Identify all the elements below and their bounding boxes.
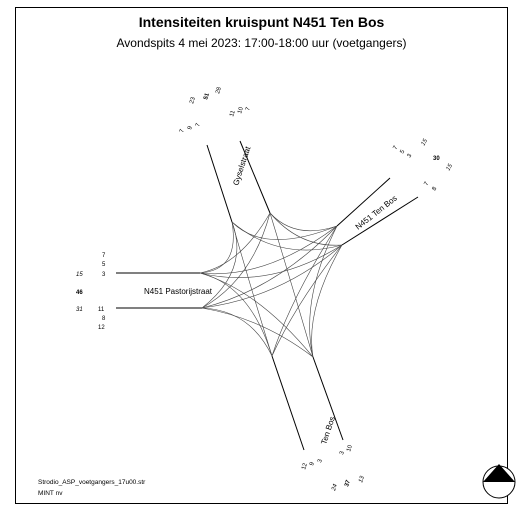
south-right: 13 bbox=[358, 475, 366, 484]
north-in-2: 10 bbox=[237, 106, 245, 115]
south-total: 37 bbox=[344, 479, 352, 488]
west-out-3: 12 bbox=[98, 325, 105, 331]
west-out-2: 8 bbox=[102, 316, 106, 322]
south-street-name: Ten Bos bbox=[319, 415, 336, 445]
east-arm-top-line bbox=[336, 177, 391, 227]
north-arm-left-line bbox=[206, 144, 233, 223]
north-arrow-icon bbox=[482, 464, 516, 499]
west-street-name: N451 Pastorijstraat bbox=[144, 287, 213, 296]
west-in-3: 3 bbox=[102, 272, 106, 278]
north-out-2: 9 bbox=[187, 125, 194, 131]
south-arm-right-line bbox=[312, 356, 344, 441]
south-arm-left-line bbox=[271, 355, 305, 451]
north-arm-right-line bbox=[239, 140, 271, 214]
south-in-2: 9 bbox=[309, 461, 316, 467]
west-total: 46 bbox=[76, 290, 83, 296]
east-in-bottom: 15 bbox=[446, 163, 455, 172]
north-in-total: 51 bbox=[203, 92, 211, 101]
diagram-frame bbox=[15, 7, 508, 504]
east-in-1: 7 bbox=[424, 181, 431, 187]
east-in-2: 8 bbox=[432, 186, 439, 192]
page-subtitle: Avondspits 4 mei 2023: 17:00-18:00 uur (… bbox=[116, 36, 407, 50]
east-out-1: 7 bbox=[393, 145, 400, 151]
north-in-left: 23 bbox=[189, 96, 197, 105]
footer-company: MINT nv bbox=[38, 490, 63, 497]
east-out-3: 3 bbox=[407, 153, 414, 159]
north-out-3: 7 bbox=[195, 122, 202, 128]
north-in-right: 28 bbox=[215, 86, 223, 95]
south-in-1: 12 bbox=[301, 462, 309, 471]
north-in-3: 7 bbox=[245, 106, 252, 112]
west-bottom: 31 bbox=[76, 307, 83, 313]
south-out-1: 3 bbox=[339, 450, 346, 456]
west-in-2: 5 bbox=[102, 262, 106, 268]
north-in-1: 11 bbox=[229, 109, 237, 117]
north-out-1: 7 bbox=[179, 128, 186, 134]
east-in-total: 30 bbox=[433, 156, 440, 162]
north-street-name: Gyselstraat bbox=[231, 145, 252, 187]
west-in-1: 7 bbox=[102, 253, 106, 259]
page-title: Intensiteiten kruispunt N451 Ten Bos bbox=[138, 14, 385, 30]
south-out-2: 10 bbox=[346, 444, 354, 453]
south-left: 24 bbox=[331, 483, 339, 493]
footer-file: Strodio_ASP_voetgangers_17u00.str bbox=[38, 479, 146, 486]
east-out-2: 5 bbox=[400, 149, 407, 155]
south-in-3: 3 bbox=[317, 458, 324, 464]
west-out-1: 11 bbox=[98, 307, 105, 313]
east-arm-bottom-line bbox=[341, 196, 419, 246]
west-top: 15 bbox=[76, 272, 83, 278]
east-street-name: N451 Ten Bos bbox=[354, 194, 399, 232]
east-in-top: 15 bbox=[421, 138, 430, 147]
turning-movements bbox=[199, 212, 343, 358]
